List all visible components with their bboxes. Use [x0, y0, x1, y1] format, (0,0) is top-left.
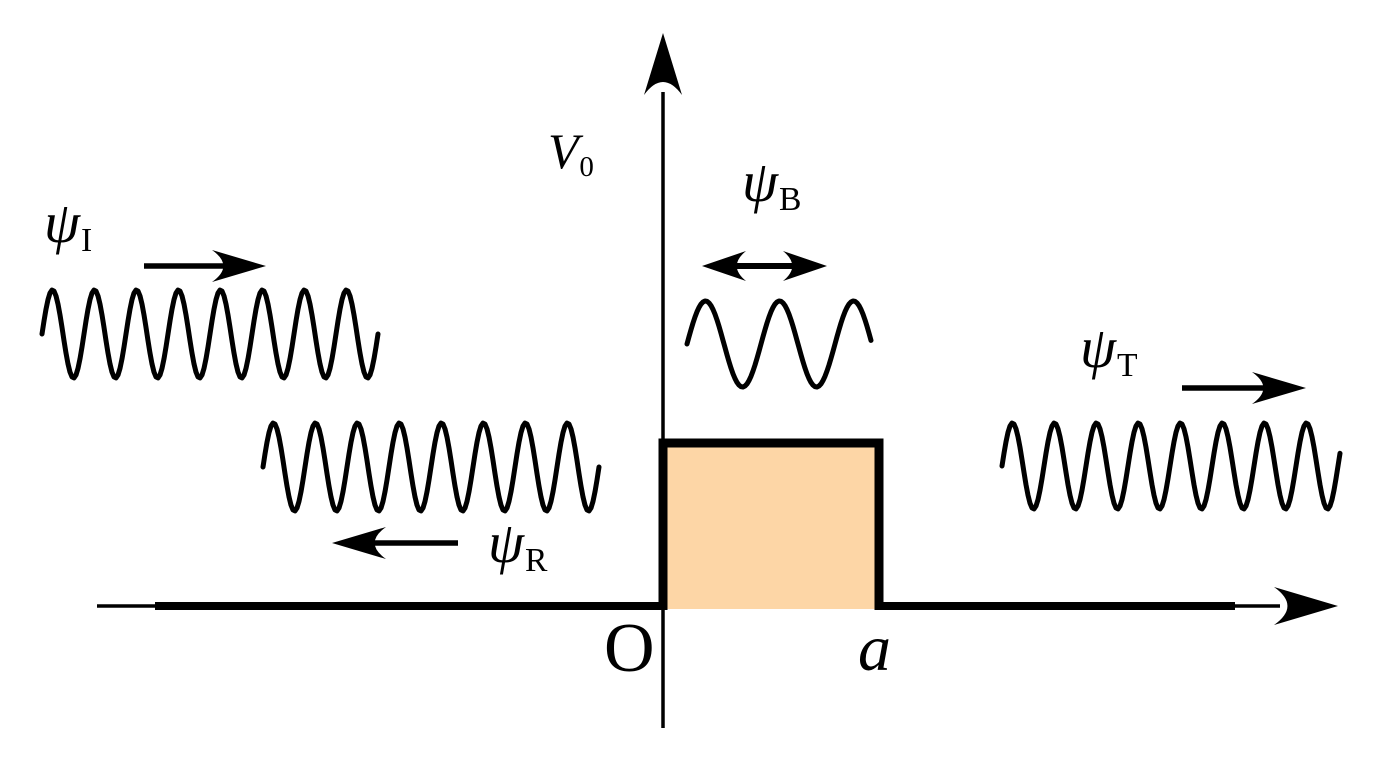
barrier-wave: [684, 298, 874, 390]
transmitted-wave: [999, 420, 1343, 512]
barrier-wave-symbol: ψ: [742, 149, 779, 214]
potential-barrier: [658, 438, 884, 610]
transmitted-arrowhead-icon: [1252, 372, 1306, 404]
transmitted-wave-label: ψT: [1080, 319, 1138, 383]
reflected-wave-subscript: R: [525, 541, 548, 579]
barrier-wave-path: [684, 298, 874, 390]
y-axis-arrowhead-icon: [644, 33, 682, 95]
incident-wave-symbol: ψ: [44, 190, 81, 255]
barrier-double-arrow-icon: [702, 251, 827, 281]
reflected-wave-path: [260, 420, 602, 514]
vertical-axis: [644, 33, 682, 728]
reflected-wave-symbol: ψ: [488, 510, 525, 575]
reflected-wave: [260, 420, 602, 514]
barrier-left-arrowhead-icon: [702, 251, 746, 281]
reflected-arrowhead-icon: [332, 527, 386, 559]
incident-wave: [39, 287, 381, 381]
barrier-outline: [658, 438, 884, 610]
incident-wave-path: [39, 287, 381, 381]
barrier-height-symbol: V: [548, 123, 579, 179]
barrier-fill: [664, 443, 879, 609]
transmitted-direction-arrow-icon: [1182, 372, 1306, 404]
transmitted-wave-path: [999, 420, 1343, 512]
transmitted-wave-subscript: T: [1117, 346, 1138, 384]
barrier-height-label: V0: [548, 123, 594, 181]
barrier-wave-label: ψB: [742, 153, 801, 217]
barrier-right-arrowhead-icon: [783, 251, 827, 281]
reflected-direction-arrow-icon: [332, 527, 458, 559]
barrier-wave-subscript: B: [779, 180, 802, 218]
barrier-height-subscript: 0: [579, 150, 594, 183]
reflected-wave-label: ψR: [488, 514, 547, 578]
incident-arrowhead-icon: [212, 250, 266, 282]
incident-wave-label: ψI: [44, 194, 92, 258]
incident-wave-subscript: I: [81, 221, 93, 259]
transmitted-wave-symbol: ψ: [1080, 315, 1117, 380]
incident-direction-arrow-icon: [144, 250, 266, 282]
barrier-width-label: a: [858, 612, 891, 685]
x-axis-arrowhead-icon: [1274, 587, 1338, 625]
origin-label: O: [604, 610, 655, 687]
